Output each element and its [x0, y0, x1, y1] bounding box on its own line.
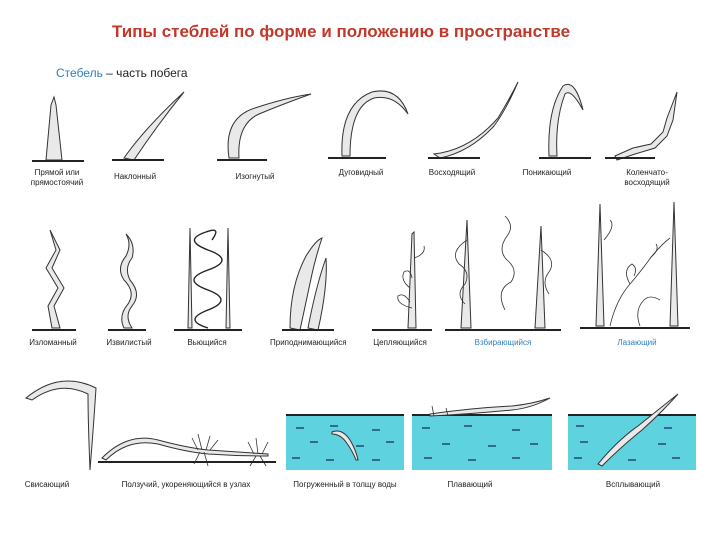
- figure-twining: [172, 224, 244, 336]
- figure-emerging: [568, 390, 696, 470]
- label-ascending: Восходящий: [420, 168, 484, 178]
- label-twining: Вьющийся: [172, 338, 242, 348]
- label-zigzag: Изломанный: [22, 338, 84, 348]
- label-inclined: Наклонный: [100, 172, 170, 182]
- figure-inclined: [100, 90, 190, 165]
- figure-clinging: [372, 228, 434, 334]
- figure-hanging: [20, 370, 100, 470]
- subtitle: Стебель – часть побега: [56, 66, 188, 80]
- figure-creeping: [98, 420, 278, 470]
- figure-floating: [412, 396, 552, 470]
- label-geniculate: Коленчато-восходящий: [608, 168, 686, 188]
- figure-drooping: [535, 80, 595, 162]
- figure-geniculate: [605, 86, 685, 162]
- label-hanging: Свисающий: [12, 480, 82, 490]
- label-rising: Приподнимающийся: [270, 338, 342, 348]
- label-emerging: Всплывающий: [598, 480, 668, 490]
- figure-upright: [28, 95, 88, 165]
- label-submerged: Погруженный в толщу воды: [286, 480, 404, 490]
- subtitle-term: Стебель: [56, 66, 103, 80]
- label-floating: Плавающий: [438, 480, 502, 490]
- figure-arcuate: [320, 84, 410, 164]
- figure-zigzag: [32, 228, 82, 336]
- figure-climbing: [445, 210, 563, 336]
- figure-sinuous: [108, 232, 150, 336]
- label-curved: Изогнутый: [220, 172, 290, 182]
- label-sinuous: Извилистый: [98, 338, 160, 348]
- figure-rising: [282, 236, 338, 334]
- label-climbing: Взбирающийся: [472, 338, 534, 348]
- subtitle-definition: – часть побега: [103, 66, 188, 80]
- figure-scrambling: [580, 200, 692, 336]
- page-title: Типы стеблей по форме и положению в прос…: [112, 22, 570, 42]
- label-creeping: Ползучий, укореняющийся в узлах: [104, 480, 268, 490]
- figure-ascending: [420, 80, 520, 162]
- label-scrambling: Лазающий: [606, 338, 668, 348]
- label-arcuate: Дуговидный: [324, 168, 398, 178]
- figure-submerged: [286, 412, 404, 470]
- label-clinging: Цепляющийся: [364, 338, 436, 348]
- label-drooping: Поникающий: [512, 168, 582, 178]
- figure-curved: [215, 88, 315, 163]
